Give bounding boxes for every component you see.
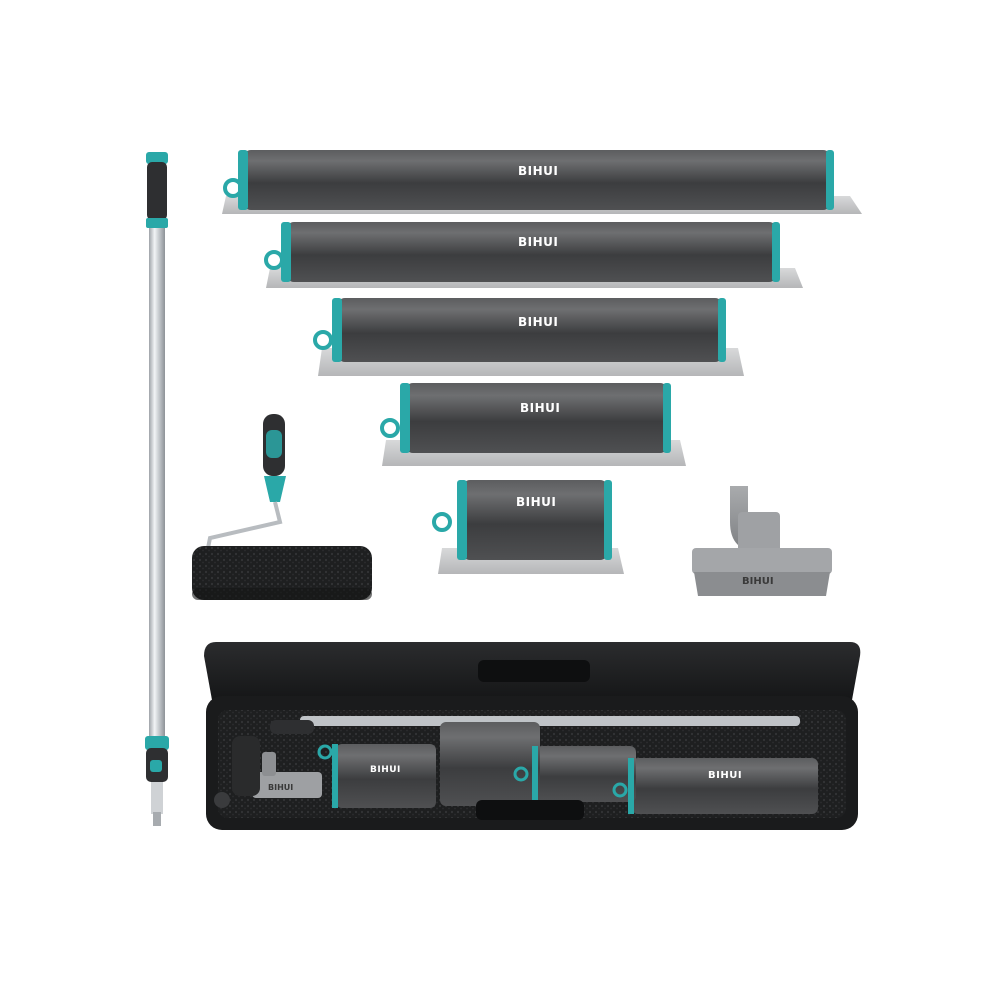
case-adapter-body: [252, 772, 322, 798]
case-blade-mid: [536, 746, 636, 802]
adapter-base: [694, 572, 830, 596]
blade-body: [286, 222, 777, 282]
blade-handle-clip: [313, 330, 333, 350]
case-blade-stack: BIHUI BIHUI: [317, 722, 818, 814]
blade-left-cap: [332, 298, 342, 362]
case-adapter-neck: [262, 752, 276, 776]
blade-handle-clip: [223, 178, 243, 198]
case-bottom-handle: [476, 800, 584, 820]
pole-lock-tab: [150, 760, 162, 772]
blade-right-cap: [663, 383, 671, 453]
case-adapter: BIHUI: [252, 752, 322, 798]
blade-brand-label: BIHUI: [518, 235, 558, 249]
skimming-blade-3: BIHUI: [313, 298, 744, 376]
skimming-blade-5: BIHUI: [432, 480, 624, 574]
case-adapter-label: BIHUI: [268, 783, 293, 792]
blade-right-cap: [826, 150, 834, 210]
blade-handle-clip: [264, 250, 284, 270]
roller-ferrule: [264, 476, 286, 502]
roller-frame-wire: [206, 501, 283, 549]
case-blade-clip: [513, 766, 529, 782]
case-blade-small: [440, 722, 540, 806]
blade-left-cap: [400, 383, 410, 453]
pole-lock-collar: [145, 736, 169, 750]
paint-roller: [192, 414, 372, 600]
case-blade-clip: [612, 782, 628, 798]
case-blade-label: BIHUI: [370, 765, 401, 775]
blade-handle-clip: [432, 512, 452, 532]
blade-right-cap: [604, 480, 612, 560]
case-roller-handle: [270, 720, 314, 734]
pole-grip: [147, 162, 167, 220]
blade-handle-clip: [380, 418, 400, 438]
carry-case: BIHUI BIHUI BIHUI: [204, 642, 861, 830]
pole-upper-tube: [149, 228, 165, 738]
blade-left-cap: [457, 480, 467, 560]
blade-brand-label: BIHUI: [518, 315, 558, 329]
case-blade-cap: [628, 758, 634, 814]
skimming-blade-4: BIHUI: [380, 383, 686, 466]
case-roller: [232, 720, 314, 796]
case-blade-cap: [332, 744, 338, 808]
blade-left-cap: [238, 150, 248, 210]
pole-thread: [153, 812, 161, 826]
roller-cover: [192, 546, 372, 600]
blade-right-cap: [718, 298, 726, 362]
pole-top-cap: [146, 152, 168, 164]
pole-tip: [151, 782, 163, 814]
blade-body: [462, 480, 608, 560]
adapter-mount: [738, 512, 780, 558]
skimming-blade-1: BIHUI: [222, 150, 862, 214]
case-latch-left: [214, 792, 230, 808]
adapter-brand-label: BIHUI: [742, 576, 774, 587]
blade-body: [243, 150, 831, 210]
blade-body: [337, 298, 723, 362]
blade-brand-label: BIHUI: [516, 495, 556, 509]
case-handle: [478, 660, 590, 682]
adapter-plate: [692, 548, 832, 574]
blade-brand-label: BIHUI: [518, 164, 558, 178]
case-pole: [300, 716, 800, 726]
case-blade-clip: [317, 744, 333, 760]
case-roller-cover: [232, 736, 260, 796]
blade-body: [405, 383, 668, 453]
roller-handle-grip: [266, 430, 282, 458]
blade-left-cap: [281, 222, 291, 282]
pole-grip-ring: [146, 218, 168, 228]
skimming-blade-2: BIHUI: [264, 222, 803, 288]
case-blade-large: [632, 758, 818, 814]
case-blade-cap: [532, 746, 538, 802]
roller-cover-shadow: [192, 588, 372, 600]
blade-brand-label: BIHUI: [520, 401, 560, 415]
case-blade-front: [336, 744, 436, 808]
pole-adapter: BIHUI: [692, 486, 832, 596]
case-blade-label: BIHUI: [708, 770, 742, 781]
blade-right-cap: [772, 222, 780, 282]
extension-pole: [145, 152, 169, 826]
